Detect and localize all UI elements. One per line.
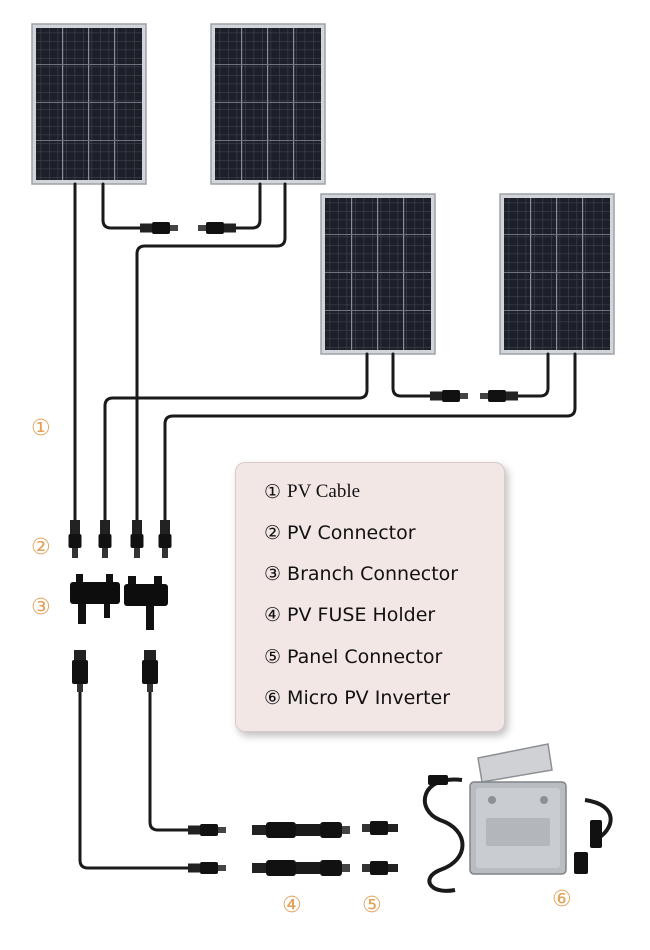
legend-label: Panel Connector <box>287 646 443 668</box>
solar-panel-4 <box>499 193 615 355</box>
micro-pv-inverter <box>422 743 613 893</box>
legend-number: ④ <box>264 604 282 626</box>
legend-number: ② <box>264 522 282 544</box>
legend-box: ① PV Cable ② PV Connector ③ Branch Conne… <box>235 462 505 732</box>
legend-label: Branch Connector <box>287 563 459 585</box>
legend-item-panel-connector: ⑤ Panel Connector <box>264 642 442 672</box>
legend-item-pv-connector: ② PV Connector <box>264 518 416 548</box>
legend-label: Micro PV Inverter <box>287 687 451 709</box>
legend-label: PV Connector <box>287 522 416 544</box>
legend-item-micro-inverter: ⑥ Micro PV Inverter <box>264 683 450 713</box>
legend-number: ① <box>264 481 282 503</box>
legend-item-pv-cable: ① PV Cable <box>264 477 360 507</box>
legend-number: ⑤ <box>264 646 282 668</box>
pv-cables <box>73 182 577 870</box>
legend-item-fuse-holder: ④ PV FUSE Holder <box>264 600 435 630</box>
solar-panel-1 <box>31 23 147 185</box>
legend-number: ③ <box>264 563 282 585</box>
pv-connectors <box>68 520 172 558</box>
legend-label: PV Cable <box>287 481 361 502</box>
callout-branch-connector: ③ <box>31 595 51 620</box>
callout-pv-connector: ② <box>31 535 51 560</box>
cable-end-connectors <box>188 824 226 874</box>
callout-micro-inverter: ⑥ <box>552 887 572 912</box>
legend-number: ⑥ <box>264 687 282 709</box>
callout-panel-connector: ⑤ <box>362 893 382 918</box>
output-connectors <box>72 650 158 692</box>
legend-item-branch-connector: ③ Branch Connector <box>264 559 458 589</box>
solar-panel-3 <box>320 193 436 355</box>
solar-panel-2 <box>210 23 326 185</box>
legend-label: PV FUSE Holder <box>287 604 436 626</box>
pv-fuse-holders <box>252 822 350 876</box>
branch-connectors <box>70 574 168 630</box>
callout-pv-cable: ① <box>31 416 51 441</box>
panel-connectors <box>362 821 398 875</box>
callout-fuse-holder: ④ <box>282 893 302 918</box>
